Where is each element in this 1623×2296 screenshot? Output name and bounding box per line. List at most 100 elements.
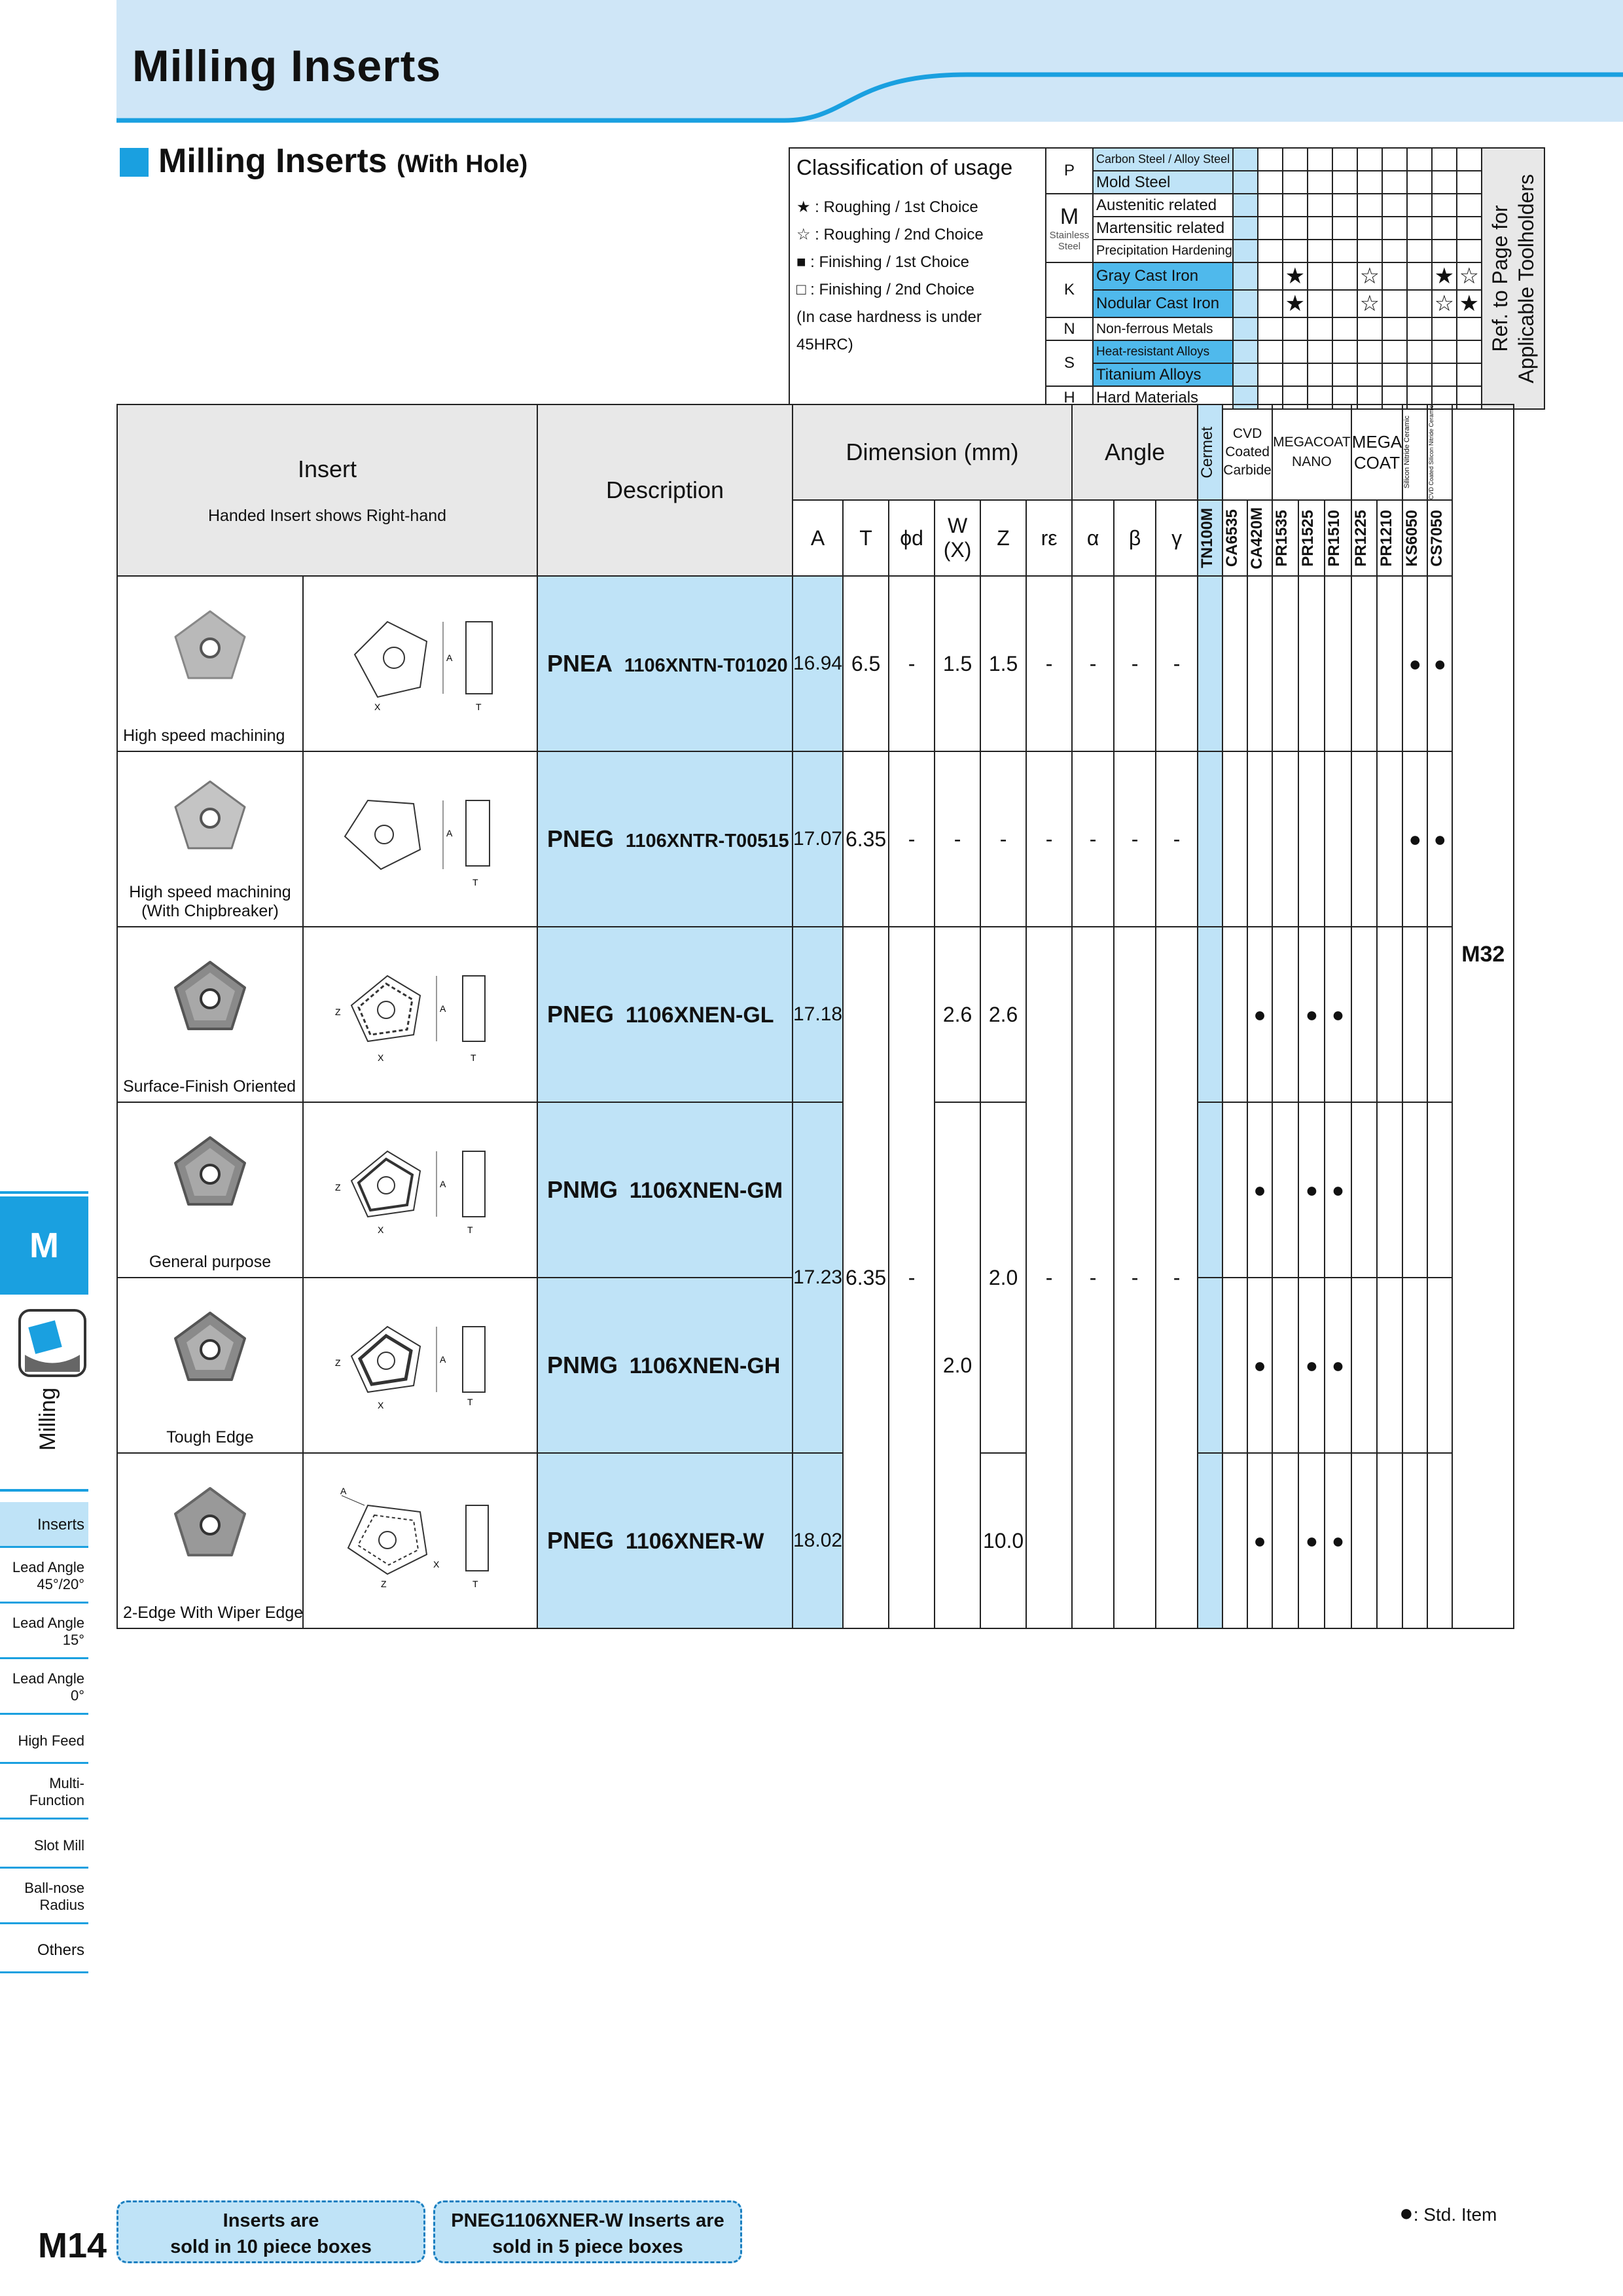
material-3: Martensitic related	[1092, 216, 1234, 240]
col-re: rε	[1026, 499, 1073, 577]
insert-description[interactable]: PNEG 1106XNTR-T00515	[537, 751, 793, 928]
sidebar-tab-m[interactable]: M	[0, 1196, 88, 1295]
insert-caption: 2-Edge With Wiper Edge	[123, 1604, 304, 1623]
cell-T: 6.35	[842, 751, 890, 928]
angle-header: Angle	[1071, 403, 1199, 501]
insert-caption: High speed machining(With Chipbreaker)	[129, 883, 291, 921]
insert-description[interactable]: PNMG 1106XNEN-GH	[537, 1277, 793, 1454]
ref-label-2: Applicable Toolholders	[1514, 173, 1538, 384]
col-W: W(X)	[934, 499, 982, 577]
svg-text:Z: Z	[335, 1007, 341, 1017]
section-title: Milling Inserts (With Hole)	[158, 141, 527, 181]
dimension-header: Dimension (mm)	[791, 403, 1073, 501]
std-item-legend: ●: Std. Item	[1399, 2199, 1497, 2226]
insert-description[interactable]: PNEA 1106XNTN-T01020	[537, 575, 793, 753]
ref-page-column: M32	[1452, 403, 1515, 1630]
grade-6: PR1225	[1350, 499, 1378, 577]
sidebar-item-multi-function[interactable]: Multi-Function	[0, 1766, 88, 1820]
grade-7: PR1210	[1376, 499, 1404, 577]
sidebar-rule	[0, 1191, 88, 1194]
ref-page[interactable]: M32	[1461, 942, 1505, 967]
sidebar-item-inserts[interactable]: Inserts	[0, 1502, 88, 1548]
sidebar-item-ball-nose[interactable]: Ball-nose Radius	[0, 1871, 88, 1924]
section-marker	[120, 148, 149, 177]
svg-text:T: T	[473, 877, 478, 888]
grade-9: CS7050	[1427, 499, 1454, 577]
page-title: Milling Inserts	[132, 41, 442, 91]
svg-text:A: A	[340, 1486, 347, 1496]
insert-photo-icon	[174, 961, 246, 1031]
cell-d: -	[888, 575, 936, 753]
ref-page-header: Ref. to Page for Applicable Toolholders	[1480, 147, 1545, 410]
insert-drawing: A T Z X	[302, 1452, 538, 1630]
cell-Z: -	[980, 751, 1027, 928]
cell-re-merged: -	[1026, 926, 1073, 1630]
col-d: ϕd	[888, 499, 936, 577]
svg-text:X: X	[378, 1400, 384, 1410]
group-m: M Stainless Steel	[1045, 193, 1094, 263]
milling-icon	[18, 1309, 86, 1377]
insert-photo: High speed machining(With Chipbreaker)	[116, 751, 304, 928]
insert-photo-icon	[174, 1312, 246, 1382]
svg-text:A: A	[440, 1179, 446, 1189]
insert-description[interactable]: PNEG 1106XNEN-GL	[537, 926, 793, 1103]
cell-W: -	[934, 751, 982, 928]
ref-label-1: Ref. to Page for	[1488, 205, 1512, 352]
sidebar-item-lead-angle-0[interactable]: Lead Angle 0°	[0, 1661, 88, 1715]
material-6: Nodular Cast Iron	[1092, 289, 1234, 318]
sidebar-item-lead-angle-45[interactable]: Lead Angle 45°/20°	[0, 1550, 88, 1604]
sidebar-item-others[interactable]: Others	[0, 1926, 88, 1973]
svg-text:Z: Z	[335, 1182, 341, 1193]
description-header: Description	[537, 403, 793, 577]
cell-alpha-merged: -	[1071, 926, 1115, 1630]
legend-list: ★ : Roughing / 1st Choice ☆ : Roughing /…	[789, 198, 1046, 410]
sidebar-item-lead-angle-15[interactable]: Lead Angle 15°	[0, 1605, 88, 1659]
svg-text:T: T	[476, 702, 482, 712]
cell-beta-merged: -	[1113, 926, 1157, 1630]
cell-A: 17.07	[791, 751, 844, 928]
cell-alpha: -	[1071, 751, 1115, 928]
table-row: 2-Edge With Wiper Edge A T Z X PNEG 1106XNE…	[116, 1452, 1514, 1630]
insert-description[interactable]: PNEG 1106XNER-W	[537, 1452, 793, 1630]
insert-photo-icon	[174, 780, 246, 850]
cell-re: -	[1026, 751, 1073, 928]
sidebar-category: Milling	[35, 1388, 60, 1451]
svg-text:Z: Z	[381, 1579, 387, 1589]
legend-item-0: ★ : Roughing / 1st Choice	[796, 198, 978, 216]
cell-d-merged: -	[888, 926, 936, 1630]
group-p: P	[1045, 147, 1094, 194]
col-T: T	[842, 499, 890, 577]
svg-text:A: A	[446, 828, 453, 838]
grade-2: CA420M	[1247, 499, 1274, 577]
legend-item-2: ■ : Finishing / 1st Choice	[796, 253, 969, 271]
cell-W: 2.6	[934, 926, 982, 1103]
sidebar-item-slot-mill[interactable]: Slot Mill	[0, 1821, 88, 1869]
cell-Z: 2.6	[980, 926, 1027, 1103]
material-8: Heat-resistant Alloys	[1092, 340, 1234, 364]
cell-Z-merged: 2.0	[980, 1102, 1027, 1454]
material-7: Non-ferrous Metals	[1092, 317, 1234, 341]
header-swoosh	[116, 72, 1623, 123]
svg-text:Z: Z	[335, 1357, 341, 1368]
svg-text:X: X	[433, 1559, 440, 1570]
grade-8: KS6050	[1402, 499, 1429, 577]
insert-photo: General purpose	[116, 1102, 304, 1279]
svg-text:T: T	[473, 1579, 478, 1589]
insert-caption: General purpose	[149, 1253, 272, 1272]
group-s: S	[1045, 340, 1094, 387]
insert-description[interactable]: PNMG 1106XNEN-GM	[537, 1102, 793, 1279]
cell-d: -	[888, 751, 936, 928]
col-beta: β	[1113, 499, 1157, 577]
insert-photo-icon	[174, 610, 246, 679]
svg-text:A: A	[440, 1354, 446, 1365]
sidebar-item-high-feed[interactable]: High Feed	[0, 1717, 88, 1764]
material-9: Titanium Alloys	[1092, 363, 1234, 387]
classification-legend: Classification of usage	[789, 147, 1046, 240]
